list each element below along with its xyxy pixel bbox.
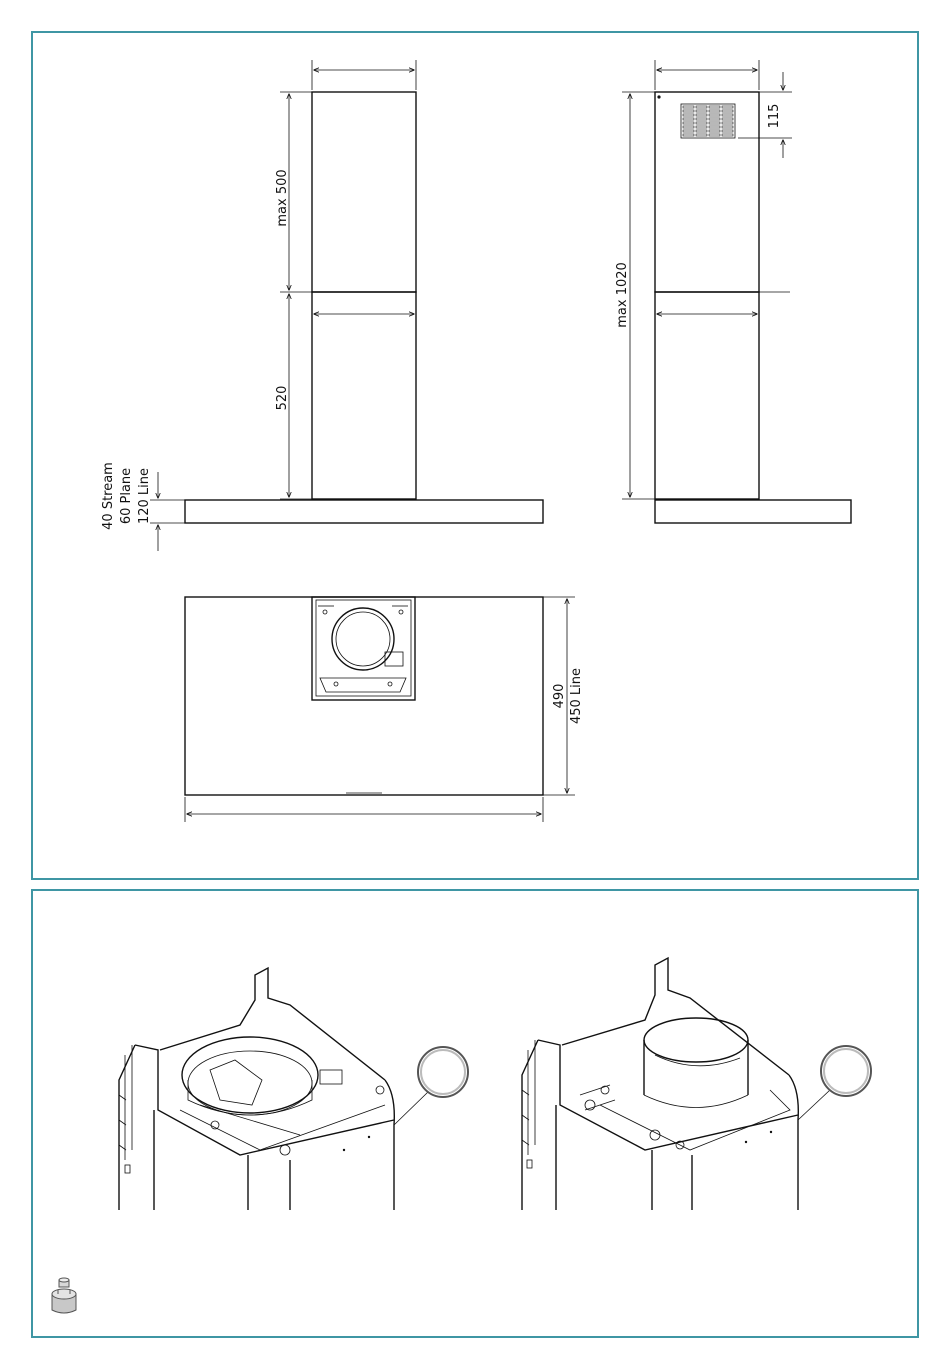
upper-height-label: max 500 <box>275 169 290 226</box>
grille-slot <box>709 106 720 108</box>
weight-icon <box>52 1278 76 1313</box>
grille-slot <box>722 106 733 108</box>
grille-slot <box>722 118 733 120</box>
grille-slot <box>709 126 720 128</box>
installation-left <box>119 968 468 1210</box>
side-view: 115 max 1020 <box>615 60 851 523</box>
grille-slot <box>722 114 733 116</box>
grille-slot <box>683 130 694 132</box>
front-view: max 500 520 40 Stream 60 Plane 120 Line <box>101 60 543 551</box>
grille-slot <box>696 130 707 132</box>
grille-slot <box>683 118 694 120</box>
grille-slot <box>709 118 720 120</box>
grille-slot <box>683 106 694 108</box>
grille-slot <box>683 134 694 136</box>
canopy-thickness-label-1: 40 Stream <box>101 462 116 530</box>
depth-label-2: 450 Line <box>569 668 584 724</box>
grille-slot <box>696 114 707 116</box>
grille-slot <box>683 126 694 128</box>
grille-height-label: 115 <box>767 104 782 129</box>
top-view: 490 450 Line <box>185 597 584 822</box>
grille-slot <box>709 110 720 112</box>
grille-slot <box>722 122 733 124</box>
installation-right <box>522 958 871 1210</box>
depth-label-1: 490 <box>552 684 567 709</box>
grille-slot <box>722 134 733 136</box>
grille-slot <box>683 114 694 116</box>
grille-slot <box>696 118 707 120</box>
grille-slot <box>696 106 707 108</box>
detail-callout-left <box>418 1047 468 1097</box>
grille-slot <box>696 134 707 136</box>
grille-slot <box>696 110 707 112</box>
grille-slot <box>683 122 694 124</box>
lower-height-label: 520 <box>275 386 290 411</box>
grille-slot <box>696 122 707 124</box>
grille-slot <box>709 130 720 132</box>
front-lower-chimney <box>312 292 416 499</box>
total-height-label: max 1020 <box>615 262 630 328</box>
grille-slot <box>709 134 720 136</box>
grille-slot <box>722 130 733 132</box>
grille-slot <box>722 110 733 112</box>
grille-slot <box>722 126 733 128</box>
front-canopy <box>185 500 543 523</box>
canopy-thickness-label-2: 60 Plane <box>119 468 134 524</box>
grille-slot <box>709 122 720 124</box>
motor-housing <box>312 597 415 700</box>
detail-callout-right <box>821 1046 871 1096</box>
side-canopy <box>655 500 851 523</box>
grille-slot <box>683 110 694 112</box>
side-lower-chimney <box>655 292 759 499</box>
vent-grille <box>681 104 735 138</box>
grille-slot <box>696 126 707 128</box>
grille-slot <box>709 114 720 116</box>
canopy-thickness-label-3: 120 Line <box>137 468 152 524</box>
front-upper-chimney <box>312 92 416 292</box>
